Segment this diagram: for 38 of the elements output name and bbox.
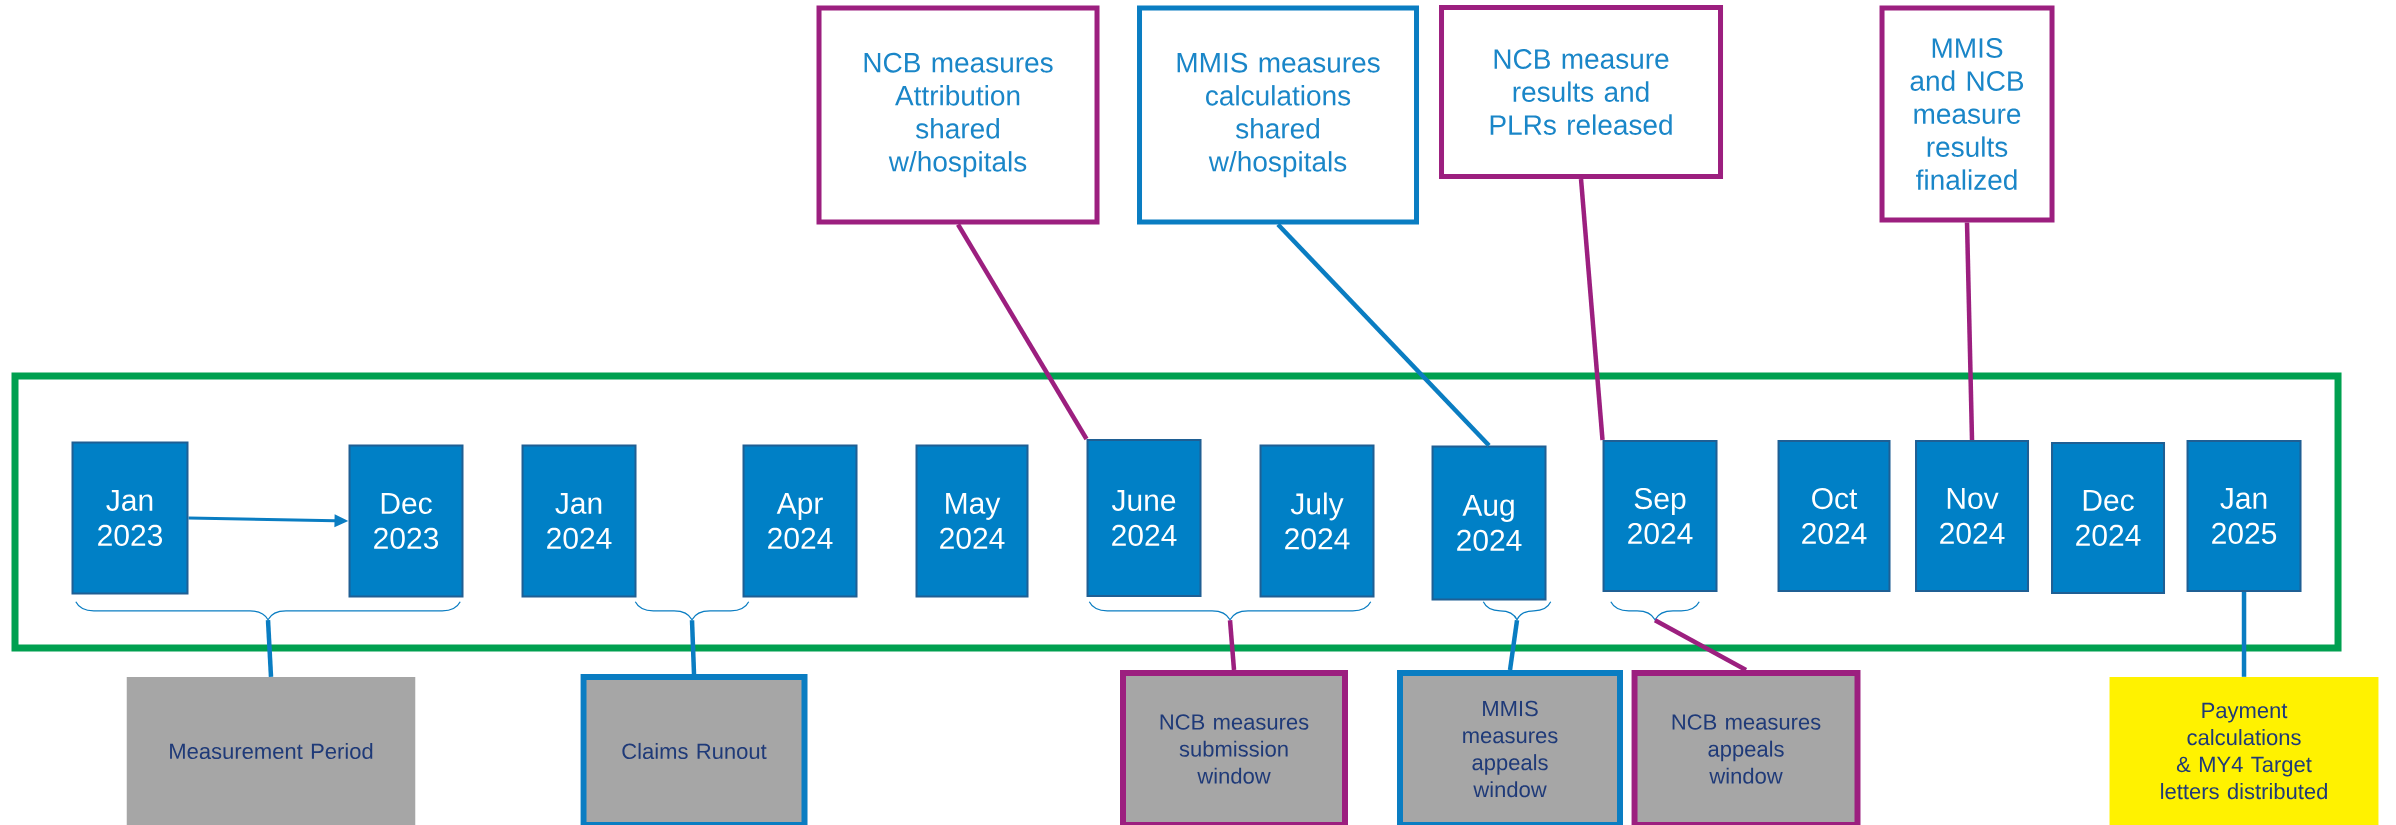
month-box: Dec 2023 [348,444,464,598]
bracket [1088,601,1372,621]
leader-line [1578,178,1605,441]
month-box: July 2024 [1259,444,1375,598]
leader-line [1507,619,1520,671]
leader-line [1276,222,1491,448]
leader-line [1653,618,1748,672]
note-box: NCB measures submission window [1120,670,1348,825]
bracket [75,601,461,621]
bracket [634,601,750,621]
leader-line [1964,222,1975,441]
month-box: May 2024 [915,444,1029,598]
note-box: Payment calculations & MY4 Target letters distributed [2109,677,2379,825]
note-box: NCB measures appeals window [1631,670,1861,825]
month-box: Dec 2024 [2051,442,2165,594]
month-box: Aug 2024 [1431,445,1547,601]
leader-line [1227,620,1237,671]
note-box: Measurement Period [126,677,416,825]
month-box: Apr 2024 [742,444,858,598]
bracket [1482,601,1552,621]
month-box: Jan 2023 [71,441,189,595]
leader-line [2241,592,2247,677]
callout-box: MMIS and NCB measure results finalized [1879,5,2055,223]
note-box: MMIS measures appeals window [1397,670,1623,825]
bracket [1610,601,1700,621]
month-box: Oct 2024 [1777,440,1891,592]
callout-box: MMIS measures calculations shared w/hospitals [1137,5,1419,225]
month-box: Sep 2024 [1602,440,1718,592]
callout-box: NCB measures Attribution shared w/hospitals [816,5,1100,225]
leader-line [956,223,1089,441]
month-box: Jan 2024 [521,444,637,598]
leader-line [689,620,697,675]
month-box: Jan 2025 [2186,440,2302,592]
callout-box: NCB measure results and PLRs released [1439,5,1723,179]
leader-line [265,620,274,677]
note-box: Claims Runout [580,674,808,825]
month-box: Nov 2024 [1915,440,2029,592]
month-box: June 2024 [1086,439,1202,597]
